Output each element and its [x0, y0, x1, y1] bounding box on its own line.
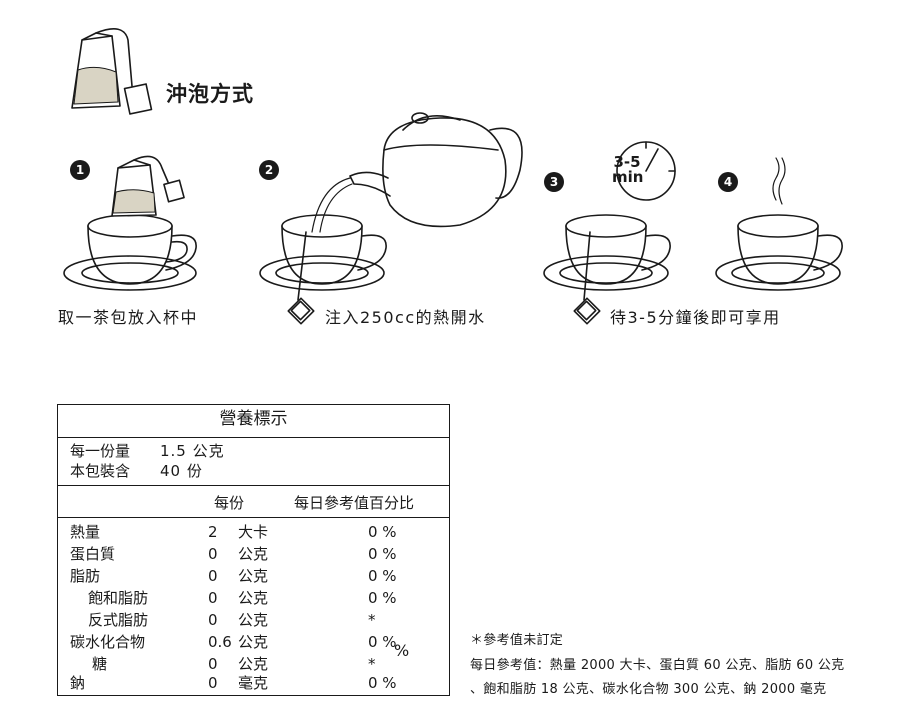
- nutrient-amount: 2: [208, 523, 218, 541]
- col-per-serving: 每份: [214, 494, 245, 512]
- nutrient-name: 碳水化合物: [70, 633, 146, 651]
- step2-teapot-icon: [259, 112, 523, 325]
- diamond-marker-icon: [290, 300, 311, 321]
- nutrient-unit: 公克: [238, 611, 269, 629]
- serving-size-value: 1.5 公克: [160, 442, 225, 460]
- nutrient-daily: *: [368, 611, 376, 629]
- step-number-2: 2: [259, 160, 279, 180]
- col-daily-value: 每日參考值百分比: [294, 494, 415, 512]
- nutrient-name: 反式脂肪: [88, 611, 149, 629]
- servings-label: 本包裝含: [70, 462, 131, 480]
- nutrient-daily: 0 %: [368, 674, 397, 692]
- percent-sign: %: [394, 641, 410, 660]
- step2-caption: 注入250cc的熱開水: [325, 308, 486, 327]
- section-title: 沖泡方式: [166, 82, 254, 106]
- teabag-icon: [71, 28, 153, 115]
- nutrient-daily: 0 %: [368, 545, 397, 563]
- nutrient-daily: 0 %: [368, 567, 397, 585]
- nutrient-unit: 大卡: [238, 523, 269, 541]
- timer-icon: [616, 141, 676, 201]
- nutrient-name: 鈉: [70, 674, 86, 692]
- timer-line1: 3-5: [613, 153, 641, 171]
- nutrient-daily: *: [368, 655, 376, 673]
- step3-caption: 待3-5分鐘後即可享用: [610, 308, 781, 327]
- nutrient-daily: 0 %: [368, 523, 397, 541]
- step4-cup-icon: [715, 214, 843, 291]
- daily-reference-line2: 、飽和脂肪 18 公克、碳水化合物 300 公克、鈉 2000 毫克: [470, 682, 827, 697]
- serving-size-label: 每一份量: [70, 442, 131, 460]
- nutrient-unit: 公克: [238, 633, 269, 651]
- step1-cup-icon: [63, 155, 197, 291]
- timer-label: 3-5 min: [612, 153, 644, 186]
- nutrient-name: 飽和脂肪: [88, 589, 149, 607]
- nutrient-daily: 0 %: [368, 633, 397, 651]
- nutrient-unit: 公克: [238, 545, 269, 563]
- steam-icon: [772, 157, 786, 205]
- nutrient-amount: 0: [208, 567, 218, 585]
- nutrition-title: 營養標示: [219, 409, 288, 429]
- nutrient-name: 糖: [92, 655, 108, 673]
- nutrient-unit: 毫克: [238, 674, 269, 692]
- nutrient-amount: 0: [208, 655, 218, 673]
- diamond-marker-icon: [576, 300, 597, 321]
- nutrient-amount: 0: [208, 589, 218, 607]
- nutrition-table: 營養標示 每一份量 1.5 公克 本包裝含 40 份 每份 每日參考值百分比 熱…: [57, 404, 450, 696]
- nutrient-unit: 公克: [238, 589, 269, 607]
- nutrient-unit: 公克: [238, 567, 269, 585]
- nutrient-amount: 0.6: [208, 633, 232, 651]
- timer-line2: min: [612, 168, 644, 186]
- nutrient-amount: 0: [208, 674, 218, 692]
- nutrient-amount: 0: [208, 611, 218, 629]
- nutrient-amount: 0: [208, 545, 218, 563]
- nutrient-unit: 公克: [238, 655, 269, 673]
- nutrient-name: 脂肪: [70, 567, 101, 585]
- daily-reference-line1: 每日參考值：熱量 2000 大卡、蛋白質 60 公克、脂肪 60 公克: [470, 658, 845, 673]
- nutrient-name: 熱量: [70, 523, 101, 541]
- brewing-illustration: [63, 28, 843, 325]
- step-number-1: 1: [70, 160, 90, 180]
- nutrient-daily: 0 %: [368, 589, 397, 607]
- step-number-3: 3: [544, 172, 564, 192]
- step1-caption: 取一茶包放入杯中: [58, 308, 199, 327]
- servings-value: 40 份: [160, 462, 203, 480]
- step-number-4: 4: [718, 172, 738, 192]
- asterisk-note: ＊參考值未訂定: [470, 633, 564, 648]
- nutrient-name: 蛋白質: [70, 545, 116, 563]
